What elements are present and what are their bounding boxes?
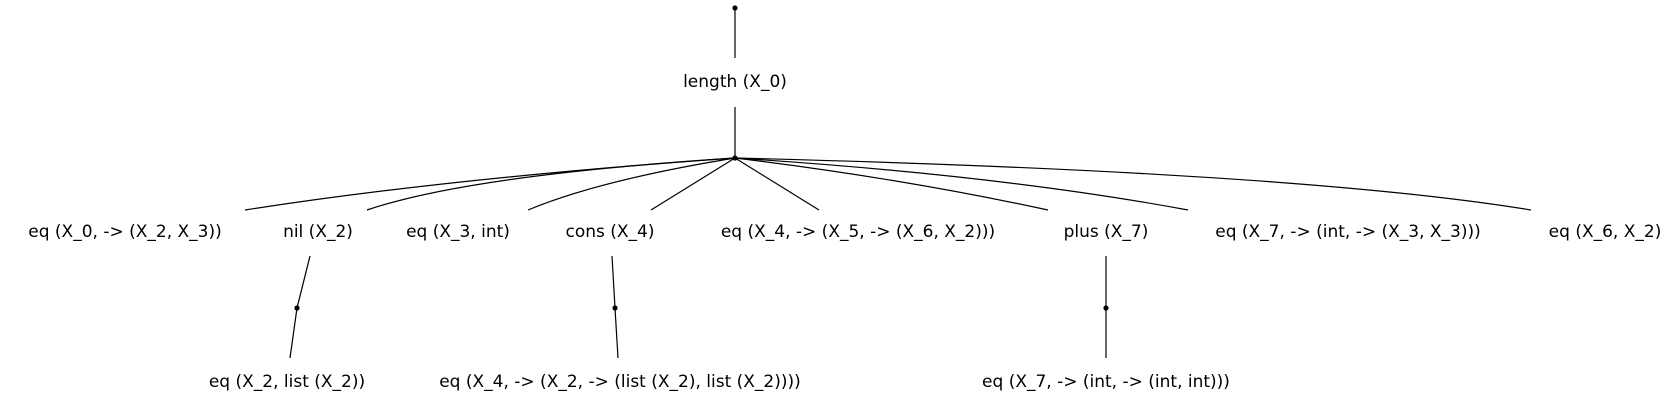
- child-node-label-c3: cons (X_4): [565, 222, 654, 242]
- hub-edge-c0: [244, 157, 736, 211]
- hub-edge-c4: [734, 157, 820, 211]
- grandchild-node-label-c3: eq (X_4, -> (X_2, -> (list (X_2), list (…: [439, 372, 801, 392]
- hub-edge-c6: [734, 157, 1189, 211]
- hub-edge-c7: [734, 157, 1532, 211]
- child-node-label-c4: eq (X_4, -> (X_5, -> (X_6, X_2))): [721, 222, 995, 242]
- child-node-label-c1: nil (X_2): [283, 222, 353, 242]
- child-node-label-c0: eq (X_0, -> (X_2, X_3)): [28, 222, 221, 242]
- c3-lower-edge: [614, 307, 619, 359]
- c1-upper-edge: [296, 255, 311, 309]
- hub-edge-c1: [366, 157, 736, 211]
- child-node-label-c7: eq (X_6, X_2): [1549, 222, 1662, 242]
- hub-edge-c2: [527, 157, 736, 211]
- child-node-label-c2: eq (X_3, int): [406, 222, 510, 242]
- root-node-label: length (X_0): [683, 72, 787, 92]
- hub-edge-c5: [734, 157, 1049, 211]
- child-node-label-c6: eq (X_7, -> (int, -> (X_3, X_3))): [1215, 222, 1480, 242]
- c1-lower-edge: [289, 307, 298, 359]
- child-node-label-c5: plus (X_7): [1064, 222, 1149, 242]
- hub-edge-c3: [650, 157, 736, 211]
- grandchild-node-label-c5: eq (X_7, -> (int, -> (int, int))): [982, 372, 1230, 392]
- c3-upper-edge: [611, 255, 616, 309]
- grandchild-node-label-c1: eq (X_2, list (X_2)): [209, 372, 365, 392]
